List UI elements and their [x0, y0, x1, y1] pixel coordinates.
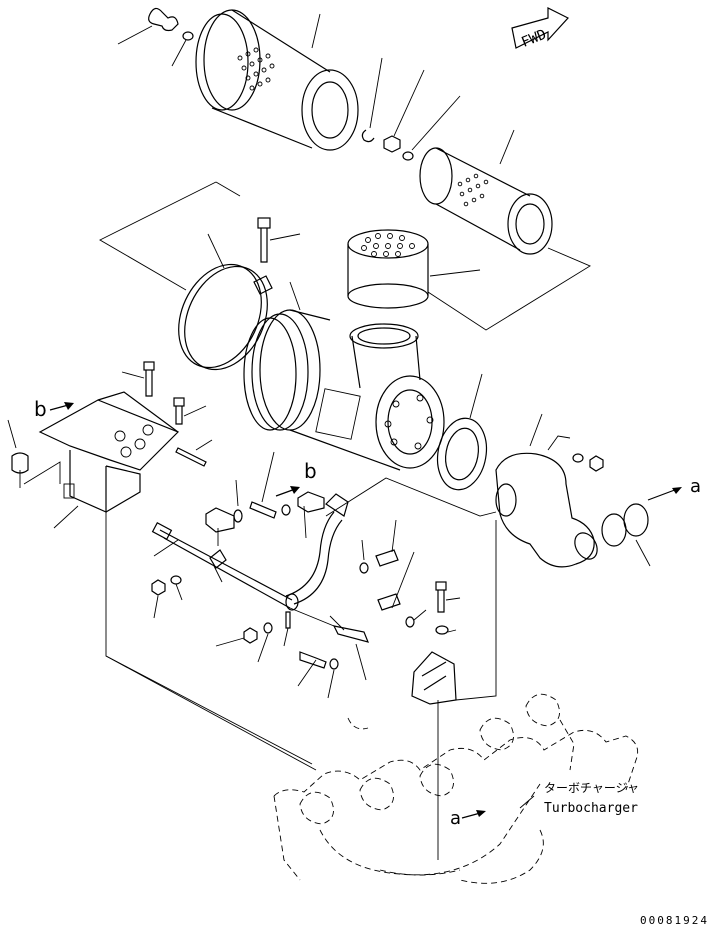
drawing-number: 00081924	[640, 914, 709, 927]
outer-filter-element	[195, 9, 359, 151]
view-b-pipe-arrow: b	[275, 459, 317, 497]
elbow-hardware	[547, 435, 604, 472]
inner-filter-element	[419, 129, 553, 255]
pipe-hardware	[151, 451, 325, 663]
clip-nut-washer	[361, 57, 461, 161]
wing-nut	[117, 7, 179, 45]
band-clamp	[178, 233, 273, 371]
support-bracket	[411, 651, 457, 705]
view-a-arrow: a	[647, 476, 701, 501]
view-b-arrow: b	[34, 397, 74, 421]
mounting-bracket	[23, 391, 180, 529]
cap-plugs	[601, 503, 651, 567]
view-a-label: a	[690, 476, 701, 497]
assembly-lines	[105, 477, 497, 860]
view-b-label: b	[34, 397, 47, 421]
washer-top	[171, 31, 194, 67]
dust-indicator	[7, 419, 29, 488]
fwd-arrow: FWD	[511, 7, 569, 51]
engine-outline	[273, 693, 639, 884]
gasket	[436, 373, 488, 491]
outlet-elbow	[495, 413, 598, 568]
center-hardware	[297, 519, 461, 699]
view-b-pipe-label: b	[304, 459, 317, 483]
turbocharger-label-en: Turbocharger	[544, 801, 638, 816]
mounting-bolt	[257, 217, 301, 263]
turbocharger-label-jp: ターボチャージャ	[544, 781, 639, 795]
fwd-label: FWD	[519, 27, 548, 51]
dust-cup	[347, 229, 481, 309]
bracket-bolts	[121, 361, 213, 467]
filter-holes	[237, 47, 275, 91]
view-a-engine-arrow: a	[450, 808, 486, 829]
air-cleaner-body	[243, 281, 445, 471]
hose	[285, 493, 349, 611]
assembly-brackets	[99, 181, 591, 331]
turbocharger-callout: ターボチャージャ Turbocharger	[519, 781, 639, 816]
intake-pipe	[151, 522, 293, 609]
view-a-engine-label: a	[450, 808, 461, 829]
